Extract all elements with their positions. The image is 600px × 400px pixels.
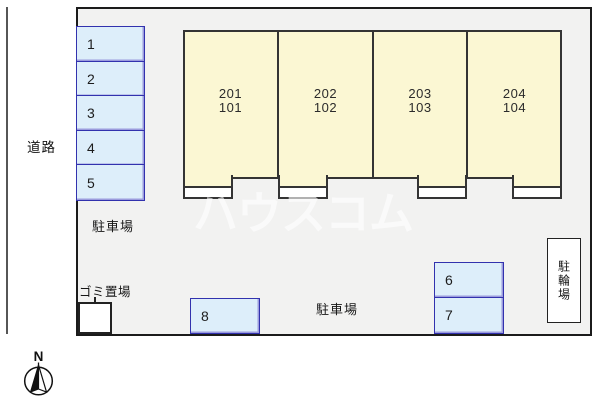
parking-area-label-left: 駐車場: [92, 219, 135, 234]
parking-space-1: 1: [76, 26, 145, 62]
unit-label-204-104: 204 104: [475, 87, 555, 114]
unit-1-upper: 201: [218, 86, 243, 101]
unit-3-lower: 103: [408, 99, 432, 115]
parking-space-4-number: 4: [87, 139, 95, 156]
parking-area-label-center: 駐車場: [316, 302, 359, 317]
unit-2-upper: 202: [313, 86, 338, 101]
parking-space-7: 7: [434, 296, 504, 334]
garbage-area-label: ゴミ置場: [79, 285, 132, 299]
unit-divider-1: [277, 30, 279, 179]
parking-space-3: 3: [76, 95, 145, 131]
porch-ext-2: [278, 175, 328, 186]
unit-divider-2: [372, 30, 374, 179]
entrance-porch-2: [278, 186, 328, 199]
unit-4-lower: 104: [502, 99, 527, 115]
unit-label-201-101: 201 101: [191, 87, 271, 114]
entrance-porch-4: [512, 186, 562, 199]
unit-4-upper: 204: [502, 86, 527, 101]
porch-ext-3: [417, 175, 467, 186]
parking-space-6: 6: [434, 262, 504, 298]
compass-n-label: N: [34, 349, 44, 364]
parking-space-7-number: 7: [445, 307, 453, 324]
parking-space-2-number: 2: [87, 70, 95, 87]
parking-space-8-number: 8: [201, 308, 209, 324]
road-edge-line: [6, 7, 8, 334]
parking-space-5: 5: [76, 164, 145, 201]
parking-space-6-number: 6: [445, 272, 453, 288]
entrance-porch-3: [417, 186, 467, 199]
parking-space-4: 4: [76, 129, 145, 166]
parking-space-1-number: 1: [87, 36, 95, 52]
parking-space-2: 2: [76, 60, 145, 97]
bicycle-parking-box: 駐輪場: [547, 238, 581, 323]
north-compass-icon: N: [23, 349, 54, 396]
unit-2-lower: 102: [313, 99, 338, 115]
parking-space-8: 8: [190, 298, 260, 334]
unit-3-upper: 203: [408, 86, 432, 101]
site-boundary: 1 2 3 4 5 201 101 202 102 203 103 204 10…: [76, 7, 592, 336]
unit-1-lower: 101: [218, 99, 243, 115]
road-label: 道路: [27, 140, 56, 155]
porch-ext-1: [183, 175, 233, 186]
unit-divider-3: [466, 30, 468, 179]
unit-label-203-103: 203 103: [380, 87, 460, 114]
unit-label-202-102: 202 102: [286, 87, 366, 114]
parking-space-5-number: 5: [87, 174, 95, 191]
bicycle-parking-label: 駐輪場: [556, 259, 571, 302]
entrance-porch-1: [183, 186, 233, 199]
garbage-area-box: [78, 302, 112, 334]
porch-ext-4: [512, 175, 562, 186]
parking-space-3-number: 3: [87, 105, 95, 121]
